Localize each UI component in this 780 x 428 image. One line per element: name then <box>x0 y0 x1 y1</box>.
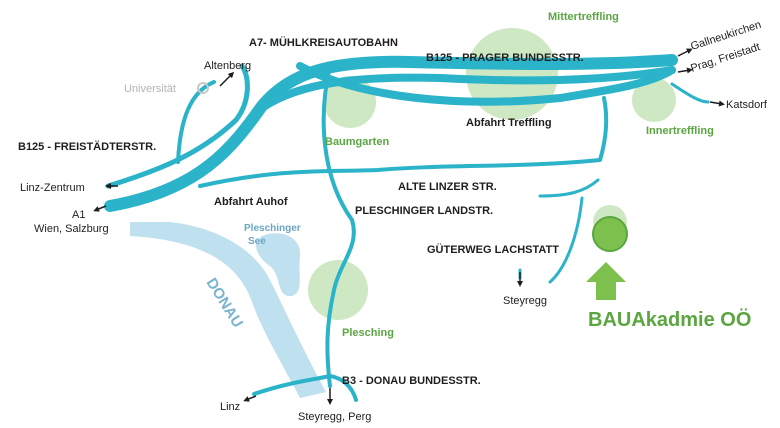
alte-linzer-road <box>198 96 609 188</box>
label-b3: B3 - DONAU BUNDESSTR. <box>342 375 481 387</box>
label-a7: A7- MÜHLKREISAUTOBAHN <box>249 36 398 49</box>
label-linz: Linz <box>220 401 240 413</box>
label-alte-linzer: ALTE LINZER STR. <box>398 181 497 193</box>
gueterweg-road <box>518 178 600 284</box>
a7-motorway <box>104 54 678 212</box>
innertreffling-area <box>632 78 676 122</box>
label-mittertreffling: Mittertreffling <box>548 11 619 23</box>
label-b125-freistaedter: B125 - FREISTÄDTERSTR. <box>18 140 156 153</box>
label-linz-zentrum: Linz-Zentrum <box>20 182 85 194</box>
mittertreffling-area <box>466 28 558 120</box>
b125-freistaedter-road <box>105 63 250 189</box>
brand-label: BAUAkadmie OÖ <box>588 308 751 331</box>
b3-road <box>252 374 358 402</box>
arrow-a1 <box>93 205 107 212</box>
label-pleschinger: Pleschinger <box>244 223 301 234</box>
katsdorf-road <box>670 82 710 104</box>
label-universitaet: Universität <box>124 83 176 95</box>
pleschinger-landstrasse <box>321 64 356 388</box>
label-abfahrt-treffling: Abfahrt Treffling <box>466 117 552 129</box>
arrow-katsdorf <box>709 100 725 107</box>
label-abfahrt-auhof: Abfahrt Auhof <box>214 196 288 208</box>
up-arrow-icon <box>586 262 626 300</box>
label-see: See <box>248 236 266 247</box>
bauakademie-location-marker <box>592 216 628 252</box>
arrow-prag <box>677 67 693 74</box>
universitaet-icon <box>197 82 209 94</box>
label-steyregg: Steyregg <box>503 295 547 307</box>
label-gueterweg: GÜTERWEG LACHSTATT <box>427 243 559 256</box>
treffling-loop <box>296 62 676 106</box>
arrow-gallneukirchen <box>677 48 693 57</box>
label-katsdorf: Katsdorf <box>726 99 768 111</box>
arrow-altenberg <box>219 71 235 87</box>
label-baumgarten: Baumgarten <box>325 136 389 148</box>
label-pleschinger-landstr: PLESCHINGER LANDSTR. <box>355 205 493 217</box>
a7-motorway-parallel <box>258 66 676 112</box>
pleschinger-see-lake <box>256 233 301 297</box>
arrow-linz <box>243 395 257 402</box>
label-altenberg: Altenberg <box>204 60 251 72</box>
plesching-area <box>308 260 368 320</box>
label-steyregg-perg: Steyregg, Perg <box>298 411 371 423</box>
label-donau: DONAU <box>203 275 247 331</box>
label-b125-prager: B125 - PRAGER BUNDESSTR. <box>426 52 584 64</box>
label-wien-salzburg: Wien, Salzburg <box>34 223 109 235</box>
label-plesching: Plesching <box>342 327 394 339</box>
donau-river <box>130 222 326 398</box>
label-innertreffling: Innertreffling <box>646 125 714 137</box>
label-a1: A1 <box>72 209 85 221</box>
